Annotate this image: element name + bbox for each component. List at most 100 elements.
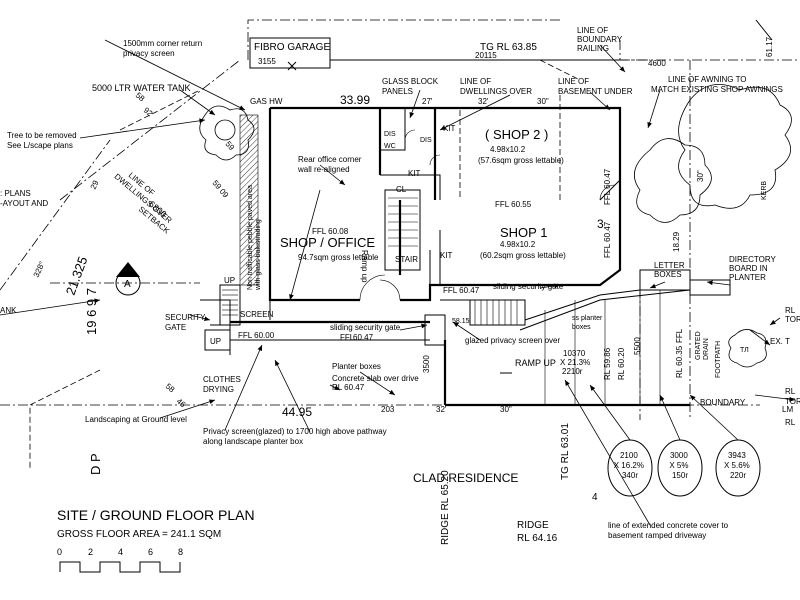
dim-32-top: 32' [478, 97, 489, 106]
left-stair: UP UP [204, 276, 241, 351]
dim-1829: 18.29 [672, 231, 681, 252]
scale-bar: 0 2 4 6 8 [57, 547, 183, 573]
scale-tick-4: 4 [118, 547, 123, 557]
line-awning-l1: LINE OF AWNING TO [668, 75, 747, 84]
security-gate-label: SECURITY GATE [165, 313, 208, 332]
driveway-ramp: 3500 5500 [422, 289, 691, 407]
security-gate-l2: GATE [165, 323, 186, 332]
ramp-grade-l1: 10370 [563, 349, 586, 358]
kerb-label: KERB [761, 181, 768, 200]
tree-removed-l1: Tree to be removed [7, 131, 77, 140]
clad-residence-label: CLAD RESIDENCE [413, 471, 518, 485]
boundary-label: BOUNDARY [700, 398, 746, 407]
section-a-label: A [124, 279, 131, 290]
tree-right-mid [633, 138, 712, 223]
shop-office-ffl: FFL 60.08 [312, 227, 349, 236]
tor-top: TOR [785, 315, 800, 324]
kit-top: KIT [443, 124, 456, 133]
shop2-dims: 4.98x10.2 [490, 145, 526, 154]
glass-block-l1: GLASS BLOCK [382, 77, 439, 86]
directory-board-l1: DIRECTORY [729, 255, 776, 264]
ffl-right-label: FFL [675, 328, 684, 343]
grade2-l2: X 5% [669, 461, 688, 470]
ank-label: ANK [0, 306, 17, 315]
plan-title: SITE / GROUND FLOOR PLAN [57, 507, 255, 523]
dim-20115: 20115 [475, 51, 497, 60]
grade-circle-3: 3943 X 5.6% 220r [715, 439, 761, 497]
privacy-glazed-l2: along landscape planter box [203, 437, 303, 446]
tree-removed-l2: See L/scape plans [7, 141, 73, 150]
corner-return-l1: 1500mm corner return [123, 39, 202, 48]
scale-tick-0: 0 [57, 547, 62, 557]
stair-label: STAIR [395, 255, 418, 264]
concrete-slab-label: Concrete slab over drive RL 60.47 [332, 374, 421, 392]
grated-drain-l1: GRATED [695, 331, 702, 360]
line-basement-l2: BASEMENT UNDER [558, 87, 633, 96]
corner-return-l2: privacy screen [123, 49, 175, 58]
plans-left-label: : PLANS -AYOUT AND [0, 189, 48, 208]
line-awning-l2: MATCH EXISTING SHOP AWNINGS [651, 85, 783, 94]
line-basement-l1: LINE OF [558, 77, 589, 86]
dim-3500: 3500 [422, 355, 431, 373]
up-label-top: UP [224, 276, 235, 285]
ramp-grade-l3: 2210r [562, 367, 583, 376]
line-boundary: LINE OF BOUNDARY RAILING [577, 26, 624, 53]
line-dwellings-top-l2: DWELLINGS OVER [460, 87, 532, 96]
dim-328: 328° [32, 260, 47, 279]
shop1-dims: 4.98x10.2 [500, 240, 536, 249]
rl-5986: RL 59.86 [603, 347, 612, 380]
dim-46: 46 [175, 397, 188, 410]
tree-left-removed [199, 105, 255, 161]
wc-label: WC [384, 143, 396, 150]
dp-label: D P [88, 453, 103, 475]
gross-floor-area: GROSS FLOOR AREA = 241.1 SQM [57, 529, 221, 540]
extended-concrete-l1: line of extended concrete cover to [608, 521, 729, 530]
dim-59-09: 59 09 [210, 179, 230, 201]
pebble-line-1: Non trafficable pebble paved area [247, 185, 254, 290]
shop-office-area: 94.7sqm gross lettable [298, 253, 379, 262]
glazed-privacy: glazed privacy screen over [465, 336, 560, 345]
dim-4600: 4600 [648, 59, 666, 68]
planter-boxes-right: ss planter boxes [572, 315, 604, 331]
tree-right-large [678, 83, 792, 209]
grade1-text: 2100 X 16.2% 340r [614, 451, 646, 480]
ffl-right-mid: FFL 60.47 [603, 221, 612, 258]
grade3-l3: 220r [730, 471, 746, 480]
dim-5500: 5500 [633, 337, 642, 355]
concrete-slab-l1: Concrete slab over drive [332, 374, 419, 383]
line-awning: LINE OF AWNING TO MATCH EXISTING SHOP AW… [651, 75, 783, 94]
dim-3399: 33.99 [340, 93, 370, 107]
dim-59-top: 59 [223, 140, 236, 153]
rl-right-top: RL [785, 306, 796, 315]
extended-concrete-label: line of extended concrete cover to basem… [608, 521, 730, 540]
planter-boxes-label: Planter boxes [332, 362, 381, 371]
dim-4: 4 [592, 492, 598, 503]
ffl-gate: FFL 60.00 [238, 331, 275, 340]
water-tank-label: 5000 LTR WATER TANK [92, 83, 191, 93]
grade3-l2: X 5.6% [724, 461, 750, 470]
shop2-area: (57.6sqm gross lettable) [478, 156, 564, 165]
leader-arrows [0, 39, 796, 526]
planter-letterboxes [639, 269, 731, 296]
rear-wall-l2: wall re-aligned [297, 165, 350, 174]
dim-92: 92 [142, 106, 155, 119]
tor-bottom: TOR [785, 397, 800, 406]
ffl-ramp-left: FFL [340, 333, 355, 342]
letter-boxes-l2: BOXES [654, 270, 682, 279]
dim-32-bottom: 32' [436, 405, 447, 414]
line-boundary-l1: LINE OF [577, 26, 608, 35]
directory-board-l3: PLANTER [729, 273, 766, 282]
line-dwellings-top: LINE OF DWELLINGS OVER [460, 77, 532, 96]
sliding-gate-bottom: sliding security gate [330, 323, 401, 332]
rear-wall-l1: Rear office corner [298, 155, 362, 164]
grade3-text: 3943 X 5.6% 220r [724, 451, 752, 480]
lm-label: LM [782, 405, 793, 414]
ramp-up-label: RAMP UP [515, 358, 556, 368]
corner-return-label: 1500mm corner return privacy screen [123, 39, 204, 58]
shop1-name: SHOP 1 [500, 225, 547, 240]
dim-6117: 61.17 [765, 36, 774, 57]
rl-6020: RL 60.20 [617, 347, 626, 380]
shop-office-name: SHOP / OFFICE [280, 235, 375, 250]
glass-block-label: GLASS BLOCK PANELS [382, 77, 440, 96]
rl-right-bottom: RL [785, 387, 796, 396]
